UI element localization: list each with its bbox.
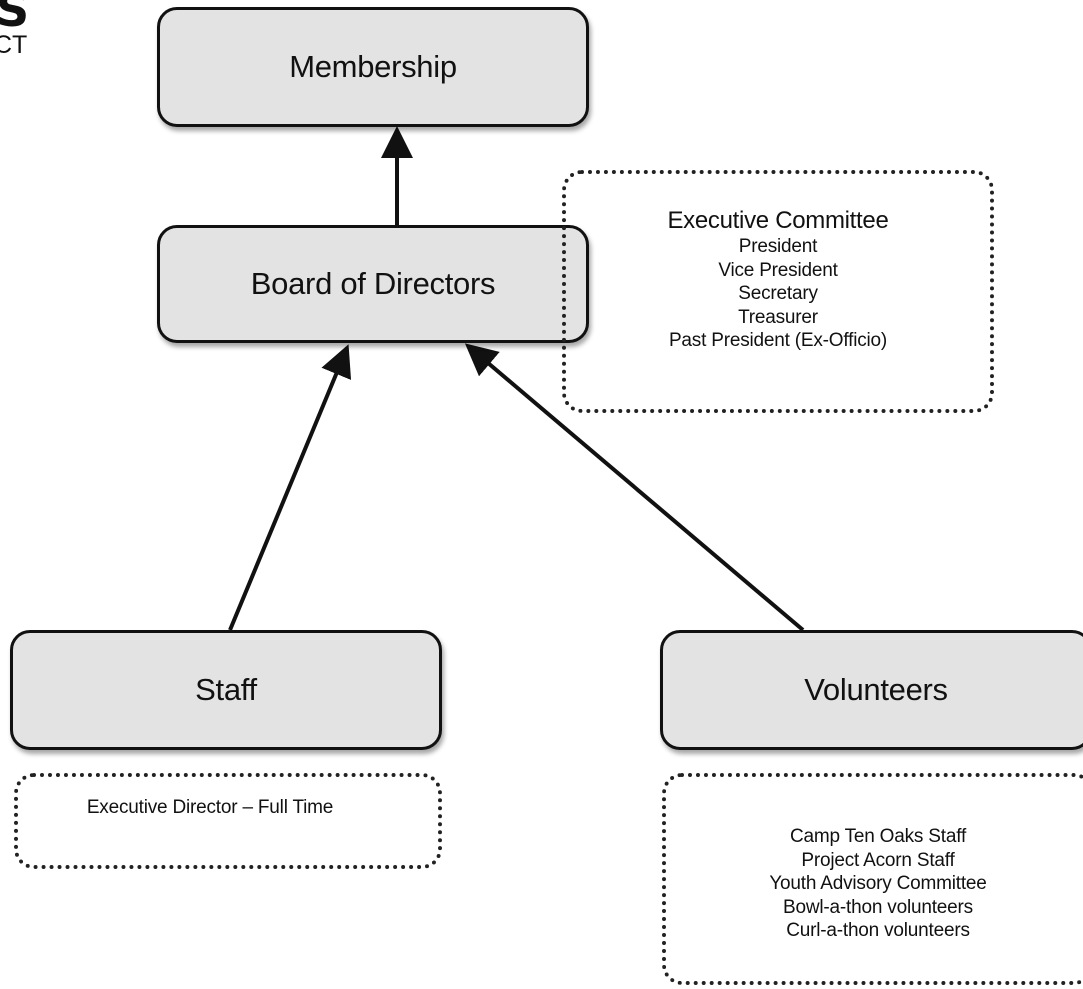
executive-committee-note: Executive Committee President Vice Presi… bbox=[562, 170, 994, 413]
membership-node: Membership bbox=[157, 7, 589, 127]
volunteer-group: Camp Ten Oaks Staff bbox=[789, 826, 967, 847]
executive-committee-member: Vice President bbox=[718, 259, 838, 281]
organization-logo: S CT bbox=[0, 0, 56, 66]
volunteer-groups-note: Camp Ten Oaks Staff Project Acorn Staff … bbox=[662, 773, 1083, 985]
edge-volunteers-to-board bbox=[464, 343, 805, 632]
volunteer-group: Project Acorn Staff bbox=[801, 849, 955, 871]
executive-committee-member: Treasurer bbox=[738, 306, 818, 328]
board-of-directors-label: Board of Directors bbox=[250, 266, 496, 301]
volunteer-group: Bowl-a-thon volunteers bbox=[783, 896, 973, 918]
volunteers-node: Volunteers bbox=[660, 630, 1083, 750]
edge-staff-to-board bbox=[228, 344, 352, 631]
staff-node: Staff bbox=[10, 630, 442, 750]
staff-label: Staff bbox=[195, 672, 257, 707]
volunteers-label: Volunteers bbox=[804, 672, 948, 707]
membership-label: Membership bbox=[289, 49, 457, 84]
executive-committee-member: President bbox=[738, 236, 818, 257]
staff-role: Executive Director – Full Time bbox=[86, 797, 334, 818]
executive-committee-member: Secretary bbox=[738, 283, 818, 304]
logo-wordmark: CT bbox=[0, 31, 28, 59]
executive-committee-heading: Executive Committee bbox=[667, 207, 889, 234]
staff-roles-note: Executive Director – Full Time bbox=[14, 773, 442, 869]
volunteer-group: Youth Advisory Committee bbox=[769, 873, 987, 894]
logo-mark: S bbox=[0, 0, 30, 37]
volunteer-group: Curl-a-thon volunteers bbox=[786, 920, 970, 941]
executive-committee-member: Past President (Ex-Officio) bbox=[668, 330, 888, 351]
board-of-directors-node: Board of Directors bbox=[157, 225, 589, 343]
